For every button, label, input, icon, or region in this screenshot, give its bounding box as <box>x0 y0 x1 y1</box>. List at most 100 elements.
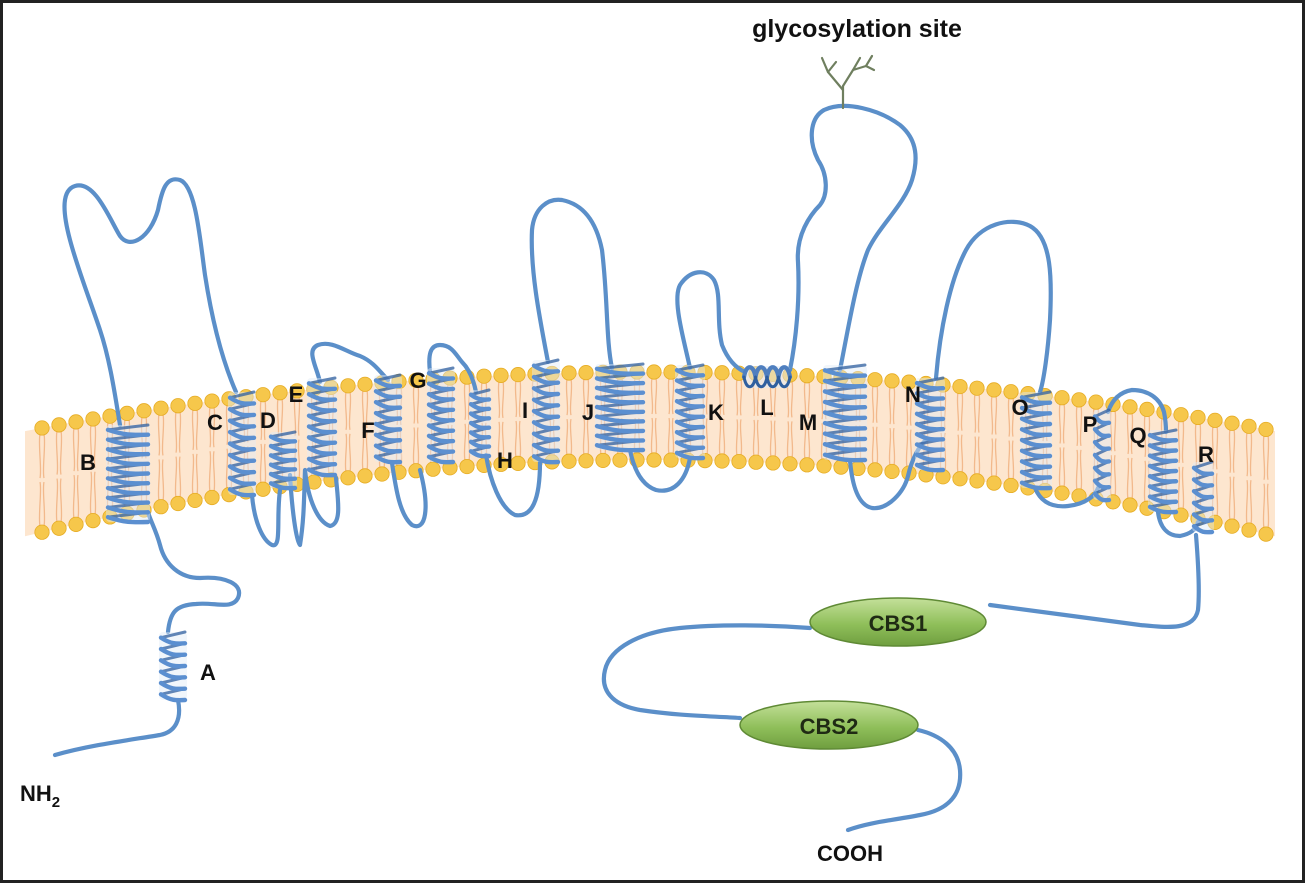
chain-cbs1-to-cbs2-linker <box>601 623 813 721</box>
lipid-head <box>952 471 968 487</box>
lipid-tail <box>1011 440 1015 480</box>
lipid-tail <box>174 456 178 498</box>
lipid-tail <box>892 386 896 425</box>
lipid-head <box>102 408 118 424</box>
helix-label-b: B <box>80 450 96 475</box>
lipid-tail <box>820 382 824 420</box>
helix-e: E <box>289 376 338 478</box>
lipid-tail <box>888 386 892 425</box>
lipid-tail <box>820 423 824 461</box>
lipid-tail <box>1143 460 1147 503</box>
lipid-head <box>595 452 611 469</box>
lipid-tail <box>654 417 658 455</box>
lipid-head <box>1139 401 1155 417</box>
lipid-head <box>187 395 203 411</box>
lipid-head <box>714 453 730 469</box>
lipid-tail <box>735 379 739 416</box>
lipid-head <box>357 376 373 392</box>
lipid-tail <box>990 438 994 478</box>
lipid-tail <box>55 430 59 475</box>
lipid-head <box>799 368 815 384</box>
lipid-tail <box>943 432 947 471</box>
lipid-tail <box>705 378 709 415</box>
helix-b: B <box>80 423 151 525</box>
helix-h: H <box>468 388 513 473</box>
lipid-tail <box>786 421 790 458</box>
helix-d: D <box>260 408 298 491</box>
protein-chain <box>52 54 1201 833</box>
lipid-tail <box>331 393 335 432</box>
lipid-head <box>1241 418 1257 434</box>
lipid-head <box>476 368 492 384</box>
lipid-tail <box>1007 440 1011 480</box>
lipid-head <box>1258 526 1274 542</box>
lipid-tail <box>191 409 195 451</box>
lipid-tail <box>38 433 42 479</box>
lipid-tail <box>497 381 501 419</box>
lipid-head <box>170 398 186 414</box>
chain-loop-d-e <box>287 467 341 548</box>
lipid-tail <box>565 418 569 456</box>
lipid-tail <box>501 381 505 419</box>
chain-n-terminal-segment <box>52 697 182 758</box>
lipid-tail <box>803 381 807 419</box>
chain-a-to-b-linker <box>145 509 242 635</box>
lipid-tail <box>161 414 165 456</box>
chain-loop-i-j-extracellular <box>529 197 615 371</box>
lipid-tail <box>1232 429 1236 473</box>
lipid-tail <box>1109 410 1113 452</box>
lipid-tail <box>1181 420 1185 464</box>
lipid-tail <box>1130 457 1134 500</box>
lipid-tail <box>803 422 807 459</box>
n-terminus-label: NH2 <box>20 781 60 811</box>
lipid-tail <box>1130 412 1134 455</box>
lipid-tail <box>161 459 165 501</box>
lipid-tail <box>157 414 161 456</box>
lipid-head <box>255 387 271 403</box>
lipid-tail <box>650 377 654 415</box>
lipid-head <box>170 495 186 512</box>
chain-loop-k-l <box>675 270 748 375</box>
cbs1-domain: CBS1 <box>809 597 987 647</box>
chain-loop-p-q <box>1105 387 1169 435</box>
helix-label-k: K <box>708 400 724 425</box>
lipid-head <box>646 452 662 468</box>
cbs-domains: CBS1 CBS2 <box>739 597 987 750</box>
lipid-tail <box>1113 455 1117 496</box>
lipid-head <box>1207 412 1223 428</box>
lipid-head <box>833 459 849 475</box>
lipid-head <box>153 400 169 416</box>
lipid-tail <box>956 434 960 473</box>
lipid-tail <box>195 453 199 495</box>
chain-loop-c-d <box>249 487 283 548</box>
lipid-tail <box>1147 460 1151 503</box>
lipid-tail <box>1266 435 1270 480</box>
chain-loop-f-g <box>389 460 428 529</box>
lipid-tail <box>259 400 263 441</box>
lipid-tail <box>76 427 80 472</box>
lipid-tail <box>1262 483 1266 529</box>
lipid-tail <box>1228 476 1232 521</box>
lipid-tail <box>463 382 467 420</box>
lipid-tail <box>297 396 301 436</box>
lipid-tail <box>412 386 416 424</box>
lipid-tail <box>960 434 964 473</box>
lipid-head <box>952 378 968 395</box>
lipid-tail <box>973 436 977 476</box>
lipid-tail <box>59 478 63 523</box>
lipid-tail <box>42 481 46 527</box>
lipid-tail <box>994 438 998 478</box>
glycan-tree <box>820 54 876 110</box>
helix-q: Q <box>1129 423 1179 515</box>
lipid-head <box>867 372 883 388</box>
chain-loop-g-h <box>427 342 479 395</box>
lipid-tail <box>871 426 875 465</box>
lipid-tail <box>89 424 93 468</box>
lipid-tail <box>518 420 522 458</box>
chain-r-to-cbs1-linker <box>987 532 1201 629</box>
helix-label-j: J <box>582 400 594 425</box>
lipid-tail <box>807 422 811 459</box>
chain-c-terminal-segment <box>845 727 963 833</box>
lipid-tail <box>1215 473 1219 517</box>
